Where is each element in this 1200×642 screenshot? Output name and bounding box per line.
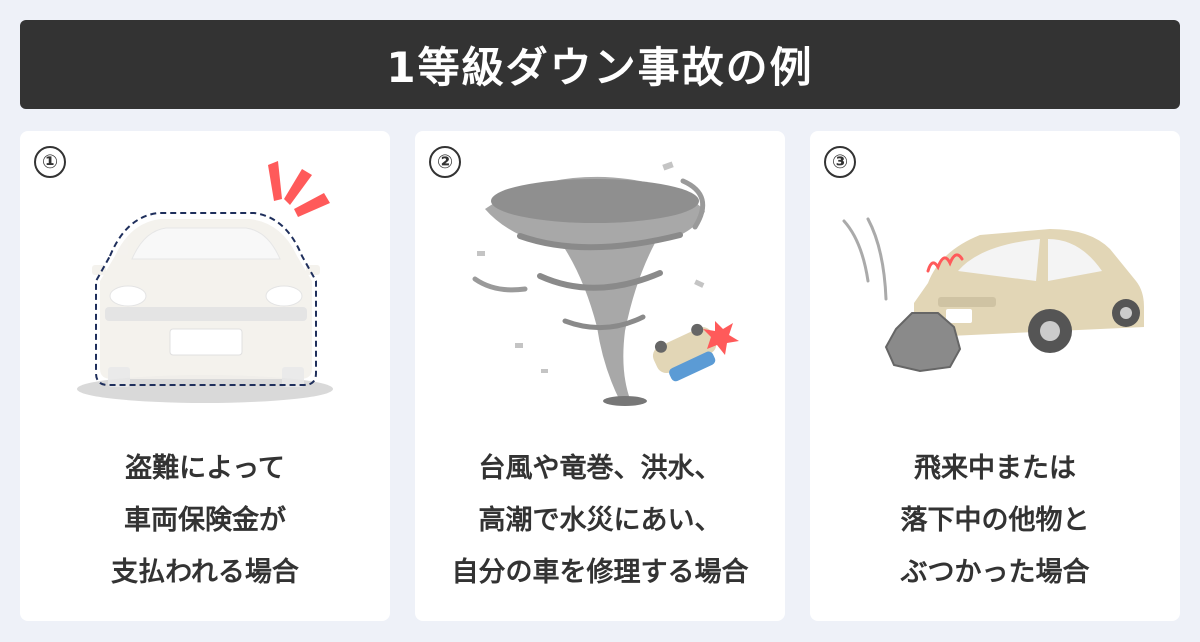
rock-collision-illustration xyxy=(842,217,1144,373)
caption-line: 盗難によって xyxy=(125,453,285,484)
example-card-theft: ① 盗難によって 車両保険金が 支払われる場合 xyxy=(20,131,390,621)
caption-line: 落下中の他物と xyxy=(900,505,1090,536)
caption-line: 高潮で水災にあい、 xyxy=(478,505,722,536)
caption-line: 台風や竜巻、洪水、 xyxy=(478,453,722,484)
rock-icon xyxy=(884,312,962,373)
impact-burst-icon xyxy=(703,321,739,355)
caption-line: 飛来中または xyxy=(914,453,1076,484)
caption-line: 支払われる場合 xyxy=(111,557,299,588)
flipped-car-icon xyxy=(652,323,717,382)
card-caption: 台風や竜巻、洪水、 高潮で水災にあい、 自分の車を修理する場合 xyxy=(415,443,785,599)
caption-line: ぶつかった場合 xyxy=(900,557,1090,588)
page-title: 1等級ダウン事故の例 xyxy=(386,43,814,92)
card-number-badge: ③ xyxy=(824,146,856,178)
example-card-falling-object: ③ 飛来中または 落下中の他物と ぶつかった場合 xyxy=(810,131,1180,621)
card-caption: 盗難によって 車両保険金が 支払われる場合 xyxy=(20,443,390,599)
impact-mark-icon xyxy=(926,253,964,273)
card-number-badge: ② xyxy=(429,146,461,178)
debris-icon xyxy=(477,161,705,373)
car-shadow xyxy=(77,375,333,403)
dashed-outline xyxy=(95,212,317,386)
caption-line: 車両保険金が xyxy=(124,505,286,536)
caption-line: 自分の車を修理する場合 xyxy=(451,557,749,588)
tornado-illustration xyxy=(472,161,739,406)
example-card-flood: ② 台風や竜巻、洪水、 高潮で水災にあい、 自分の xyxy=(415,131,785,621)
stolen-car-illustration xyxy=(77,161,333,403)
card-number-badge: ① xyxy=(34,146,66,178)
alert-burst-icon xyxy=(268,161,330,217)
faded-car-icon xyxy=(92,219,320,387)
tornado-icon xyxy=(472,176,706,406)
title-banner: 1等級ダウン事故の例 xyxy=(20,20,1180,109)
card-caption: 飛来中または 落下中の他物と ぶつかった場合 xyxy=(810,443,1180,599)
motion-lines xyxy=(842,217,888,301)
car-icon xyxy=(914,229,1144,353)
